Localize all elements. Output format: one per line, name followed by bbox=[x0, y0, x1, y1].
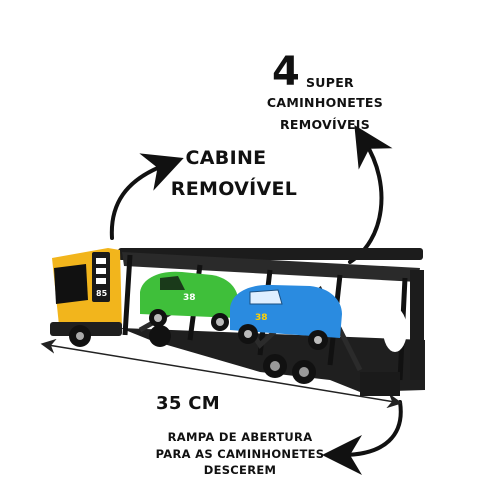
trailer-wheels bbox=[263, 354, 316, 384]
green-car: 38 bbox=[140, 271, 238, 331]
arrow-to-cars bbox=[348, 125, 393, 264]
ramp-label-line1: RAMPA DE ABERTURA bbox=[167, 430, 313, 444]
cab-label-line2: REMOVÍVEL bbox=[170, 178, 298, 200]
cars-label-line2: CAMINHONETES bbox=[266, 95, 384, 110]
length-label: 35 CM bbox=[156, 393, 220, 414]
arrow-to-cab bbox=[109, 153, 184, 240]
green-car-number: 38 bbox=[183, 293, 196, 303]
blue-car-number: 38 bbox=[255, 313, 268, 323]
cars-count: 4 bbox=[272, 49, 301, 95]
length-line bbox=[40, 338, 403, 409]
cab-label-line1: CABINE bbox=[185, 147, 267, 169]
arrow-to-ramp bbox=[322, 400, 403, 475]
cars-label-line3: REMOVÍVEIS bbox=[279, 117, 371, 132]
blue-car: 38 bbox=[230, 284, 342, 350]
ramp-label-line3: DESCEREM bbox=[203, 463, 277, 477]
truck-cab: 85 bbox=[50, 248, 171, 347]
cars-label-super: SUPER bbox=[306, 75, 354, 90]
truck-number: 85 bbox=[96, 289, 108, 298]
ramp-label-line2: PARA AS CAMINHONETES bbox=[155, 447, 325, 461]
